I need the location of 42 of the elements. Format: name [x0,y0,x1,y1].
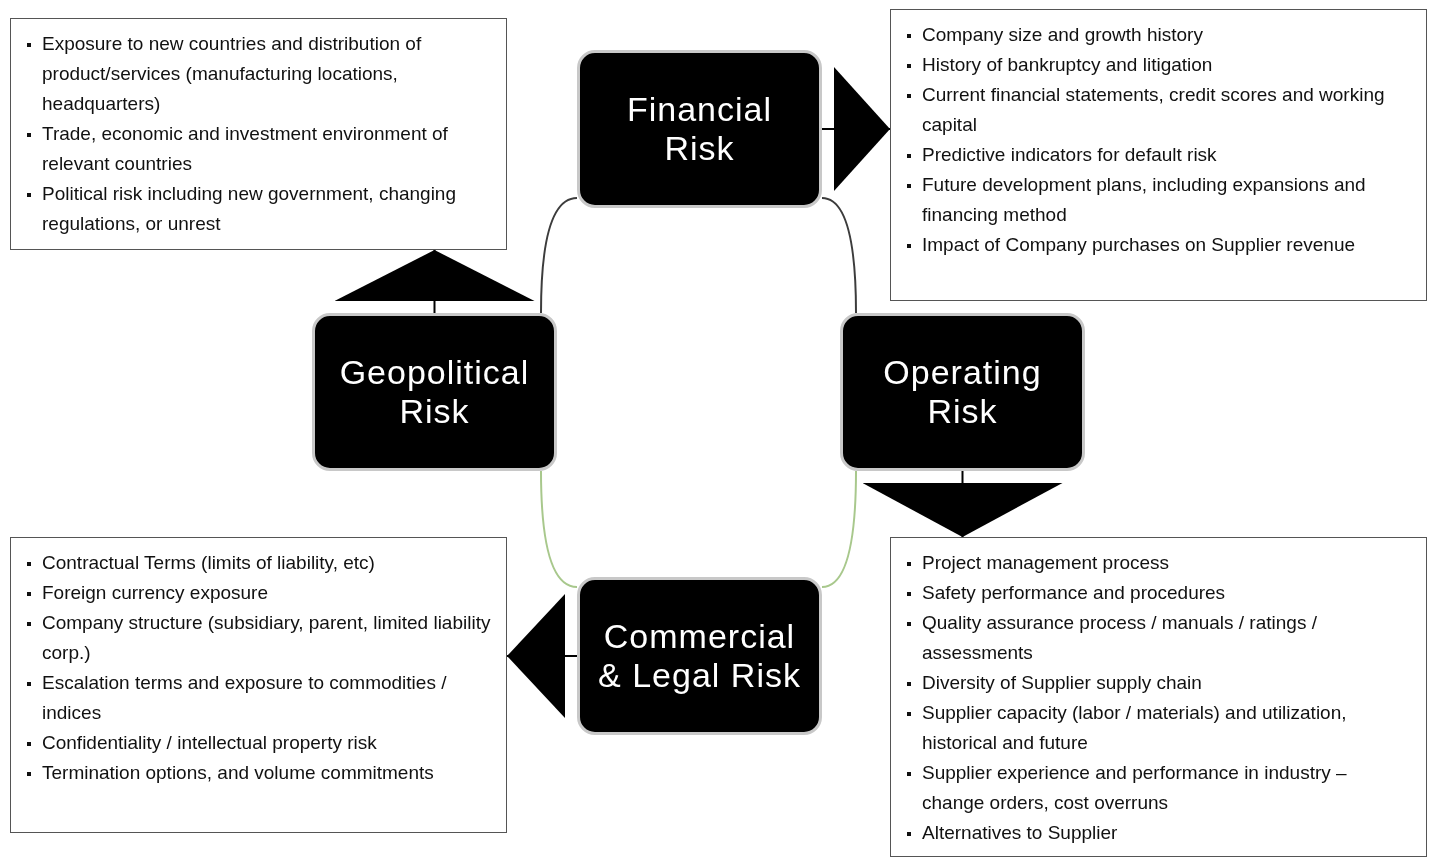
bullet-list-box [890,537,1427,857]
bullet-item: Confidentiality / intellectual property risk [25,728,494,758]
category-title: Geopolitical Risk [338,353,531,431]
bullet-item: Diversity of Supplier supply chain [905,668,1414,698]
bullet-item: Political risk including new government, changing regulations, or unrest [25,179,494,239]
bullet-item: Exposure to new countries and distribution of product/services (manufacturing locations, headquarters) [25,29,494,119]
bullet-item: Quality assurance process / manuals / ratings / assessments [905,608,1414,668]
chevron-arrow [821,67,891,191]
bullet-item: Impact of Company purchases on Supplier revenue [905,230,1414,260]
category-title: Financial Risk [625,90,774,168]
bullet-item: Contractual Terms (limits of liability, etc) [25,548,494,578]
chevron-arrow [334,249,535,314]
bullet-item: Project management process [905,548,1414,578]
bullet-item: Termination options, and volume commitments [25,758,494,788]
risk-category-box [577,577,822,735]
category-title: Commercial & Legal Risk [597,617,802,695]
connector-arc [821,470,857,588]
bullet-item: Future development plans, including expansions and financing method [905,170,1414,230]
risk-category-box [312,313,557,471]
connector-arc [821,197,857,314]
bullet-item: Trade, economic and investment environment of relevant countries [25,119,494,179]
bullet-item: Predictive indicators for default risk [905,140,1414,170]
bullet-item: Foreign currency exposure [25,578,494,608]
risk-category-box [577,50,822,208]
bullet-list-box [10,18,507,250]
category-title: Operating Risk [882,353,1043,431]
bullet-item: Safety performance and procedures [905,578,1414,608]
bullet-item: Company size and growth history [905,20,1414,50]
chevron-arrow [862,470,1063,538]
bullet-item: Current financial statements, credit scores and working capital [905,80,1414,140]
connector-arc [540,197,578,314]
bullet-item: Supplier experience and performance in industry – change orders, cost overruns [905,758,1414,818]
bullet-item: History of bankruptcy and litigation [905,50,1414,80]
connector-arc [540,470,578,588]
chevron-arrow [506,594,578,718]
bullet-list-box [10,537,507,833]
risk-category-box [840,313,1085,471]
bullet-list-box [890,9,1427,301]
bullet-item: Alternatives to Supplier [905,818,1414,848]
bullet-item: Company structure (subsidiary, parent, limited liability corp.) [25,608,494,668]
bullet-item: Supplier capacity (labor / materials) and utilization, historical and future [905,698,1414,758]
bullet-item: Escalation terms and exposure to commodities / indices [25,668,494,728]
